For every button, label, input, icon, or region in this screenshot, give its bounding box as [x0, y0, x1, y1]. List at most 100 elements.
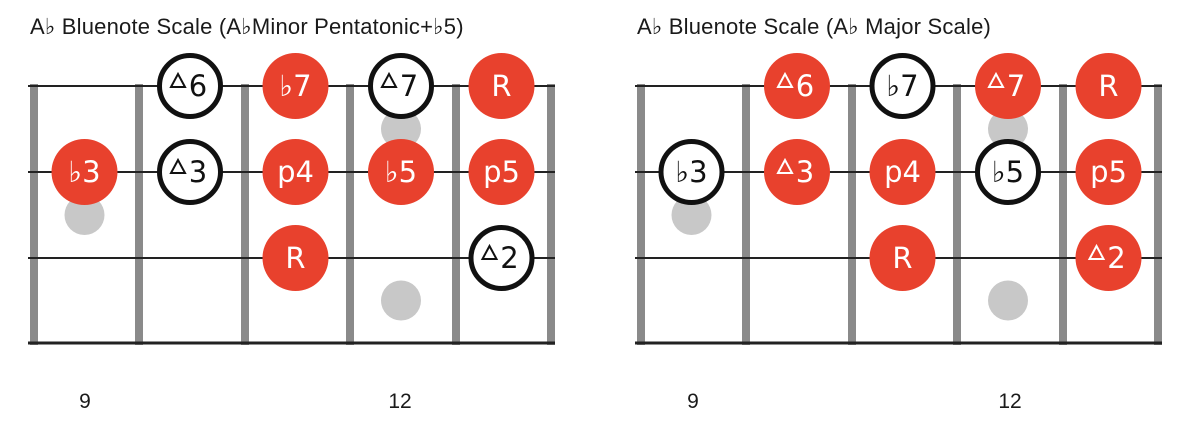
fret-wire — [346, 84, 354, 345]
note-circle — [368, 139, 434, 205]
major-triangle-icon — [480, 243, 499, 260]
note-circle — [1075, 225, 1142, 291]
fret-wire — [953, 84, 961, 345]
note-marker: 7 — [975, 53, 1041, 119]
note-circle — [262, 139, 329, 205]
note-marker: R — [1075, 53, 1142, 119]
major-triangle-icon — [776, 157, 794, 174]
note-circle — [975, 53, 1041, 119]
fret-wire — [1154, 84, 1162, 345]
note-label: ♭7 — [886, 69, 918, 103]
note-label: ♭3 — [68, 155, 100, 189]
note-marker: 3 — [764, 139, 830, 205]
diagram-title-right: A♭ Bluenote Scale (A♭ Major Scale) — [637, 14, 992, 39]
note-label: 3 — [189, 155, 207, 189]
fret-wire — [241, 84, 249, 345]
note-marker: ♭7 — [262, 53, 329, 119]
major-triangle-icon — [169, 157, 187, 174]
fret-wire — [637, 84, 645, 345]
fret-wire — [848, 84, 856, 345]
diagram-title-left: A♭ Bluenote Scale (A♭Minor Pentatonic+♭5… — [30, 14, 464, 39]
note-marker: 7 — [368, 53, 434, 119]
note-label: ♭3 — [675, 155, 707, 189]
note-circle — [157, 139, 223, 205]
note-marker: p4 — [262, 139, 329, 205]
note-label: p5 — [1090, 155, 1127, 189]
fret-marker-dot — [381, 280, 421, 321]
note-circle — [262, 225, 329, 291]
fret-label-9-right: 9 — [687, 390, 699, 413]
note-circle — [975, 139, 1041, 205]
note-label: R — [892, 241, 912, 275]
note-label: p4 — [277, 155, 314, 189]
note-circle — [869, 53, 936, 119]
major-triangle-icon — [776, 71, 794, 88]
fret-wire — [30, 84, 38, 345]
note-circle — [764, 139, 830, 205]
note-marker: 6 — [764, 53, 830, 119]
note-marker: 3 — [157, 139, 223, 205]
fret-marker-dot — [988, 109, 1028, 149]
note-marker: R — [869, 225, 936, 291]
note-label: R — [491, 69, 511, 103]
note-marker: 2 — [468, 225, 535, 291]
note-marker: ♭7 — [869, 53, 936, 119]
note-label: R — [285, 241, 305, 275]
major-triangle-icon — [169, 71, 187, 88]
note-circle — [157, 53, 223, 119]
note-marker: R — [468, 53, 535, 119]
note-circle — [262, 53, 329, 119]
note-label: ♭5 — [385, 155, 417, 189]
note-circle — [51, 139, 118, 205]
note-circle — [468, 139, 535, 205]
note-marker: ♭5 — [368, 139, 434, 205]
note-label: 2 — [1107, 241, 1125, 275]
note-marker: ♭3 — [658, 139, 725, 205]
note-label: 7 — [1007, 69, 1025, 103]
note-circle — [368, 53, 434, 119]
fret-marker-dot — [988, 280, 1028, 321]
fret-wire — [742, 84, 750, 345]
note-circle — [468, 225, 535, 291]
note-label: p5 — [483, 155, 520, 189]
major-triangle-icon — [987, 71, 1005, 88]
note-label: R — [1098, 69, 1118, 103]
note-label: 6 — [189, 69, 207, 103]
note-label: 7 — [400, 69, 418, 103]
major-triangle-icon — [1087, 243, 1106, 260]
note-circle — [468, 53, 535, 119]
note-label: ♭5 — [992, 155, 1024, 189]
fret-marker-dot — [671, 195, 712, 235]
fret-label-12-right: 12 — [998, 390, 1022, 413]
fret-marker-dot — [64, 195, 105, 235]
note-label: 2 — [500, 241, 518, 275]
fret-marker-dot — [381, 109, 421, 149]
note-circle — [1075, 139, 1142, 205]
fret-wire — [547, 84, 555, 345]
note-circle — [869, 139, 936, 205]
note-marker: p5 — [1075, 139, 1142, 205]
fret-wire — [452, 84, 460, 345]
note-marker: 2 — [1075, 225, 1142, 291]
major-triangle-icon — [380, 71, 398, 88]
note-label: 3 — [796, 155, 814, 189]
note-marker: 6 — [157, 53, 223, 119]
note-label: ♭7 — [279, 69, 311, 103]
note-marker: ♭5 — [975, 139, 1041, 205]
note-circle — [1075, 53, 1142, 119]
note-marker: p5 — [468, 139, 535, 205]
fret-label-12-left: 12 — [388, 390, 412, 413]
note-label: 6 — [796, 69, 814, 103]
fret-wire — [135, 84, 143, 345]
fret-wire — [1059, 84, 1067, 345]
note-label: p4 — [884, 155, 921, 189]
note-marker: ♭3 — [51, 139, 118, 205]
note-circle — [869, 225, 936, 291]
fret-label-9-left: 9 — [79, 390, 91, 413]
note-marker: R — [262, 225, 329, 291]
note-circle — [764, 53, 830, 119]
note-circle — [658, 139, 725, 205]
